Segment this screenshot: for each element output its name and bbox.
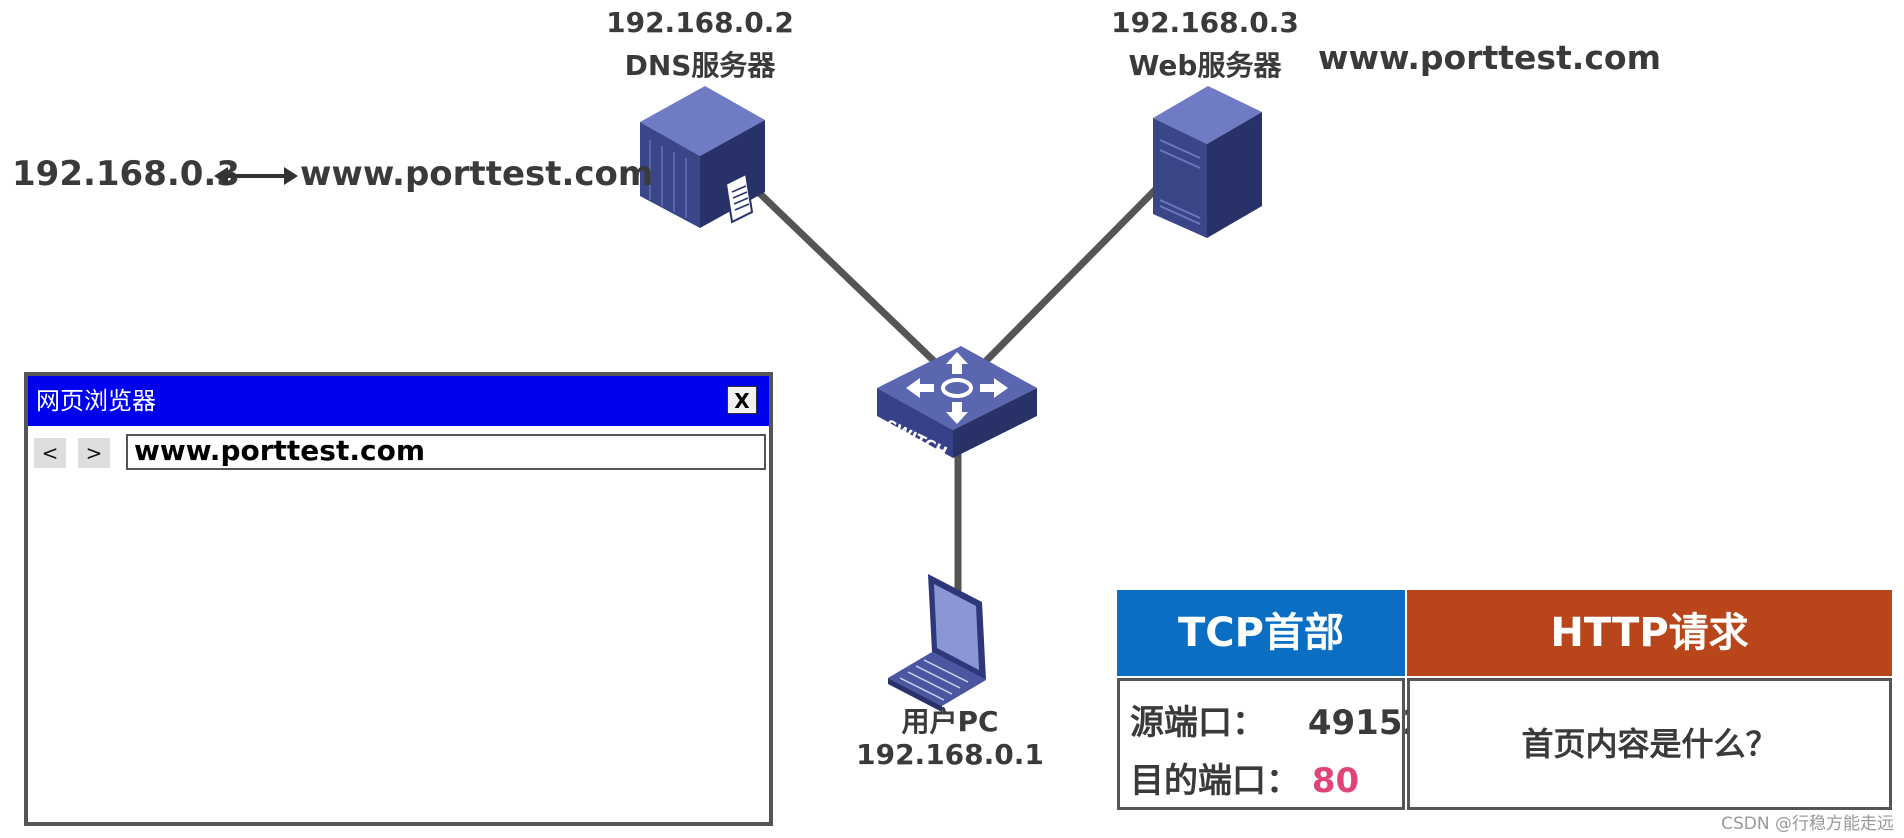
back-button[interactable]: <	[34, 438, 66, 468]
dns-record-ip: 192.168.0.3	[12, 154, 241, 194]
links	[748, 181, 1164, 594]
switch-icon	[877, 346, 1037, 458]
dns-server-icon	[640, 86, 765, 228]
user-pc-ip: 192.168.0.1	[856, 738, 1044, 771]
dns-server-ip: 192.168.0.2	[606, 6, 794, 39]
packet-structure: TCP首部 HTTP请求 源端口： 49152 目的端口： 80 首页内容是什么…	[1117, 590, 1892, 810]
browser-titlebar: 网页浏览器 X	[28, 376, 769, 426]
dns-record-domain: www.porttest.com	[300, 154, 654, 194]
web-server-name: Web服务器	[1128, 49, 1282, 82]
dst-port-row: 目的端口： 80	[1130, 753, 1359, 802]
link-web-switch	[981, 181, 1164, 366]
http-request-label: HTTP请求	[1407, 590, 1892, 676]
link-dns-switch	[748, 182, 939, 366]
address-bar[interactable]: www.porttest.com	[126, 434, 766, 470]
web-server-ip: 192.168.0.3	[1111, 6, 1299, 39]
http-request-content: 首页内容是什么？	[1407, 678, 1892, 810]
browser-title: 网页浏览器	[36, 387, 156, 415]
web-server-domain: www.porttest.com	[1318, 38, 1661, 77]
bidirectional-arrow-icon	[214, 167, 298, 185]
forward-button[interactable]: >	[78, 438, 110, 468]
src-port-value: 49152	[1307, 703, 1427, 743]
browser-close-button[interactable]: X	[727, 386, 757, 414]
dst-port-value: 80	[1311, 761, 1360, 801]
src-port-row: 源端口： 49152	[1130, 695, 1426, 744]
web-server-icon	[1153, 86, 1262, 238]
tcp-header-label: TCP首部	[1117, 590, 1405, 676]
browser-window: 网页浏览器 X < > www.porttest.com	[24, 372, 773, 826]
switch-arrows	[906, 352, 1008, 424]
dst-port-label: 目的端口：	[1130, 761, 1300, 801]
watermark: CSDN @行稳方能走远	[1721, 814, 1894, 834]
dns-server-name: DNS服务器	[624, 49, 776, 82]
user-pc-icon	[888, 574, 986, 712]
tcp-header-fields: 源端口： 49152 目的端口： 80	[1117, 678, 1426, 810]
user-pc-name: 用户PC	[901, 705, 999, 738]
src-port-label: 源端口：	[1130, 703, 1266, 743]
